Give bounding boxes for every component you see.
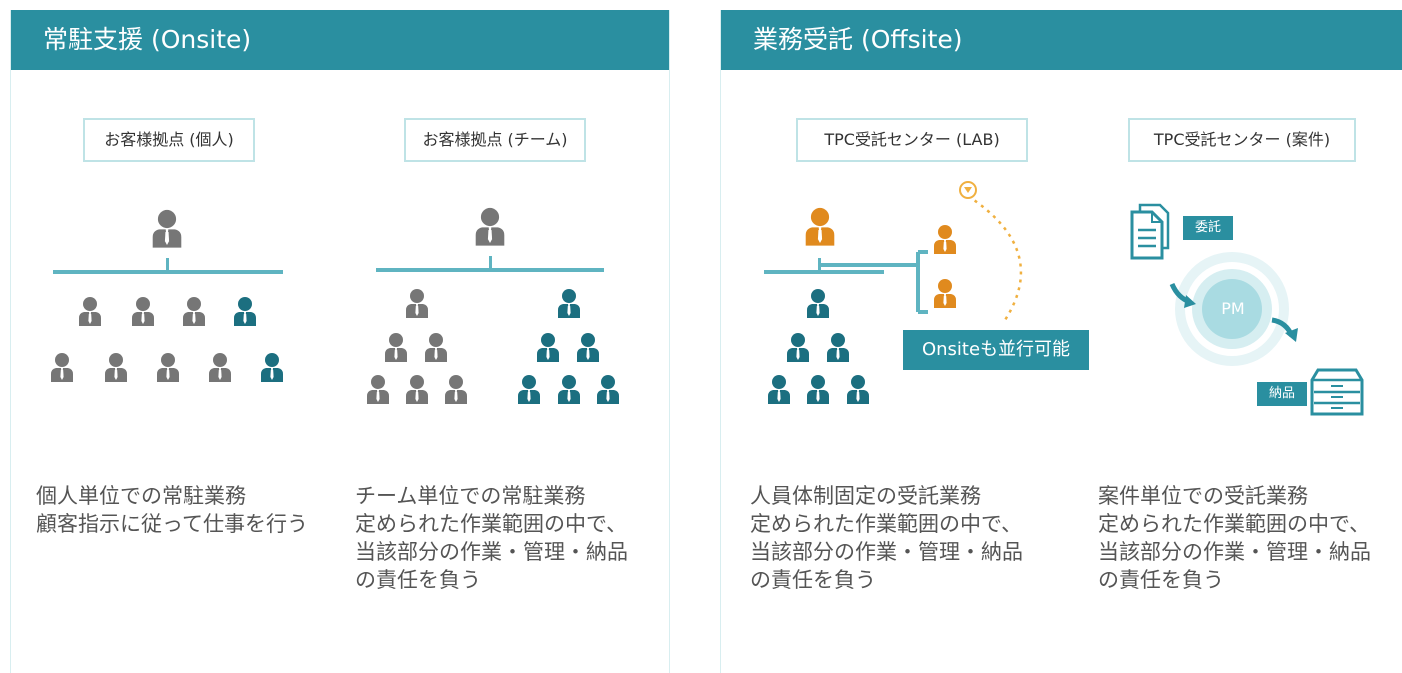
individual-org-chart (51, 209, 283, 382)
person-icon (385, 333, 407, 362)
person-icon (79, 297, 101, 326)
pm-circle-icon (1175, 252, 1289, 366)
connector-line (818, 258, 821, 272)
tag-offsite-lab: TPC受託センター (LAB) (796, 118, 1028, 162)
onsite-panel: 常駐支援 (Onsite) (10, 10, 670, 673)
person-icon (367, 375, 389, 404)
person-icon (807, 375, 829, 404)
connector-line (166, 258, 169, 272)
desc-line: 当該部分の作業・管理・納品 (1098, 540, 1371, 564)
person-icon (209, 353, 231, 382)
person-icon (537, 333, 559, 362)
person-icon (152, 209, 182, 248)
filing-cabinet-icon (1310, 368, 1364, 416)
connector-line (820, 250, 928, 314)
desc-line: 定められた作業範囲の中で、 (750, 512, 1023, 536)
desc-line: 定められた作業範囲の中で、 (355, 512, 628, 536)
connector-line (489, 256, 492, 270)
person-icon (132, 297, 154, 326)
desc-line: 個人単位での常駐業務 (36, 484, 246, 508)
person-icon (847, 375, 869, 404)
person-icon (558, 289, 580, 318)
desc-onsite-team: チーム単位での常駐業務 定められた作業範囲の中で、 当該部分の作業・管理・納品 … (355, 482, 628, 594)
pm-label: PM (1221, 299, 1245, 318)
person-icon (157, 353, 179, 382)
person-icon (234, 297, 256, 326)
person-icon (807, 289, 829, 318)
team-org-chart (367, 207, 619, 404)
delivery-badge: 納品 (1257, 382, 1307, 406)
document-icon (1130, 203, 1170, 260)
person-icon (445, 375, 467, 404)
desc-line: 当該部分の作業・管理・納品 (750, 540, 1023, 564)
offsite-title: 業務受託 (Offsite) (753, 25, 963, 54)
tag-onsite-individual: お客様拠点 (個人) (83, 118, 255, 162)
arrow-icon (1285, 328, 1298, 342)
lab-org-chart (764, 181, 1023, 404)
tag-offsite-project: TPC受託センター (案件) (1128, 118, 1356, 162)
desc-line: の責任を負う (750, 568, 876, 592)
arrow-icon (1184, 295, 1196, 308)
person-icon (51, 353, 73, 382)
person-icon (105, 353, 127, 382)
consign-badge: 委託 (1183, 216, 1233, 240)
dotted-arc (967, 194, 1023, 321)
desc-offsite-lab: 人員体制固定の受託業務 定められた作業範囲の中で、 当該部分の作業・管理・納品 … (750, 482, 1023, 594)
person-icon (805, 207, 835, 246)
desc-line: 定められた作業範囲の中で、 (1098, 512, 1371, 536)
desc-line: 当該部分の作業・管理・納品 (355, 540, 628, 564)
person-icon (425, 333, 447, 362)
person-icon (827, 333, 849, 362)
onsite-title: 常駐支援 (Onsite) (43, 25, 252, 54)
onsite-header: 常駐支援 (Onsite) (11, 10, 669, 70)
arrow-icon (964, 187, 972, 193)
person-icon (934, 279, 956, 308)
person-icon (787, 333, 809, 362)
desc-line: チーム単位での常駐業務 (355, 484, 586, 508)
desc-line: 案件単位での受託業務 (1098, 484, 1308, 508)
offsite-panel: 業務受託 (Offsite) (720, 10, 1402, 673)
person-icon (597, 375, 619, 404)
connector-line (764, 270, 884, 274)
project-flow (1130, 203, 1364, 416)
desc-onsite-individual: 個人単位での常駐業務 顧客指示に従って仕事を行う (36, 482, 308, 538)
person-icon (406, 289, 428, 318)
person-icon (183, 297, 205, 326)
desc-line: 顧客指示に従って仕事を行う (36, 512, 308, 536)
person-icon (558, 375, 580, 404)
desc-line: の責任を負う (355, 568, 481, 592)
onsite-parallel-badge: Onsiteも並行可能 (903, 330, 1089, 370)
offsite-header: 業務受託 (Offsite) (721, 10, 1402, 70)
person-icon (577, 333, 599, 362)
person-icon (475, 207, 505, 246)
person-icon (934, 225, 956, 254)
person-icon (406, 375, 428, 404)
desc-line: 人員体制固定の受託業務 (750, 484, 981, 508)
person-icon (261, 353, 283, 382)
person-icon (518, 375, 540, 404)
person-icon (768, 375, 790, 404)
desc-line: の責任を負う (1098, 568, 1224, 592)
tag-onsite-team: お客様拠点 (チーム) (404, 118, 586, 162)
desc-offsite-project: 案件単位での受託業務 定められた作業範囲の中で、 当該部分の作業・管理・納品 の… (1098, 482, 1371, 594)
